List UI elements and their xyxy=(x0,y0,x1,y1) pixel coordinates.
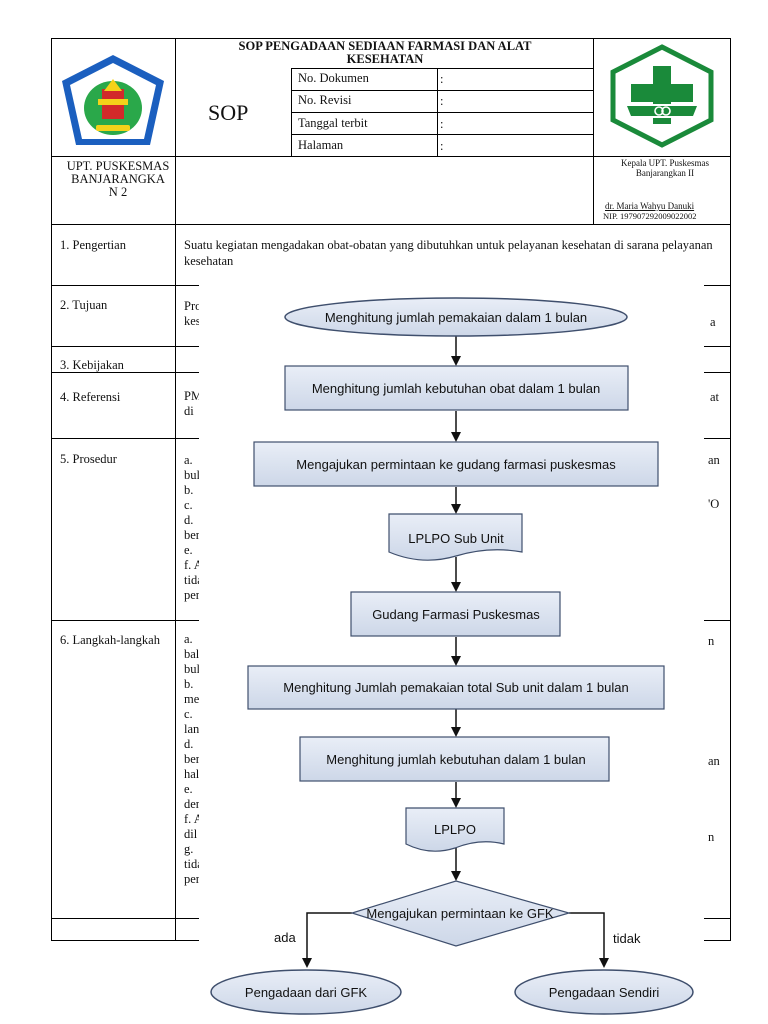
flow-start-label: Menghitung jumlah pemakaian dalam 1 bula… xyxy=(325,310,587,325)
section-fragment: lan xyxy=(184,722,200,736)
sop-label: SOP xyxy=(208,100,249,125)
flow-step-box xyxy=(299,736,610,782)
section-fragment: a. xyxy=(184,453,193,467)
flow-start-terminator xyxy=(284,297,628,337)
flow-step-box xyxy=(253,441,659,487)
flow-end-gfk-terminator xyxy=(210,969,402,1015)
regency-logo-icon xyxy=(62,55,164,145)
section-fragment: hal xyxy=(184,767,200,781)
org-name: UPT. PUSKESMAS BANJARANGKA N 2 xyxy=(66,159,170,199)
section-fragment: g. xyxy=(184,842,194,856)
section-fragment: e. xyxy=(184,543,193,557)
section-fragment: e. xyxy=(184,782,193,796)
flow-no-label: tidak xyxy=(613,931,641,946)
flow-step3-label: Gudang Farmasi Puskesmas xyxy=(372,607,540,622)
section-fragment: f. A xyxy=(184,558,203,572)
flow-step-box xyxy=(284,365,629,411)
section-fragment: c. xyxy=(184,498,193,512)
page-title: SOP PENGADAAN SEDIAAN FARMASI DAN ALAT K… xyxy=(238,39,532,66)
meta-label-no-dokumen: No. Dokumen xyxy=(298,71,369,85)
section-fragment: a xyxy=(710,315,716,329)
signer-nip: NIP. 197907292009022002 xyxy=(603,211,697,221)
flow-connectors xyxy=(302,336,609,968)
section-fragment: tida xyxy=(184,857,203,871)
section-fragment: an xyxy=(708,754,720,768)
meta-sep: : xyxy=(440,72,444,86)
section-label-kebijakan: 3. Kebijakan xyxy=(60,358,124,372)
section-fragment: b. xyxy=(184,483,194,497)
section-fragment: 'O xyxy=(708,497,720,511)
section-fragment: der xyxy=(184,797,200,811)
flow-decision-label: Mengajukan permintaan ke GFK xyxy=(366,906,553,921)
section-label-pengertian: 1. Pengertian xyxy=(60,238,126,252)
flow-step1-label: Menghitung jumlah kebutuhan obat dalam 1… xyxy=(312,381,600,396)
section-fragment: a. xyxy=(184,632,193,646)
puskesmas-logo-icon xyxy=(610,44,714,148)
meta-label-no-revisi: No. Revisi xyxy=(298,93,352,107)
section-fragment: n xyxy=(708,634,715,648)
section-fragment: ber xyxy=(184,528,200,542)
section-label-prosedur: 5. Prosedur xyxy=(60,452,117,466)
meta-label-halaman: Halaman xyxy=(298,138,344,152)
meta-sep: : xyxy=(440,139,444,153)
section-label-tujuan: 2. Tujuan xyxy=(60,298,108,312)
section-fragment: at xyxy=(710,390,720,404)
section-fragment: bul xyxy=(184,662,200,676)
section-fragment: n xyxy=(708,830,715,844)
flow-end-yes-label: Pengadaan dari GFK xyxy=(245,985,367,1000)
section-fragment: d. xyxy=(184,737,194,751)
meta-label-tanggal-terbit: Tanggal terbit xyxy=(298,116,368,130)
section-fragment: di xyxy=(184,404,194,418)
section-label-langkah: 6. Langkah-langkah xyxy=(60,633,160,647)
flow-step-box xyxy=(350,591,561,637)
signer-name: dr. Maria Wahyu Danuki xyxy=(605,201,695,211)
section-fragment: bul xyxy=(184,468,200,482)
section-fragment: PM xyxy=(184,389,203,403)
section-fragment: per xyxy=(184,872,200,886)
section-fragment: b. xyxy=(184,677,194,691)
flow-yes-label: ada xyxy=(274,930,296,945)
flow-step-box xyxy=(247,665,665,710)
flow-document-shape xyxy=(405,807,505,852)
section-fragment: an xyxy=(708,453,720,467)
section-fragment: per xyxy=(184,588,200,602)
flow-step5-label: Menghitung jumlah kebutuhan dalam 1 bula… xyxy=(326,752,585,767)
signer-title: Kepala UPT. Puskesmas Banjarangkan II xyxy=(620,158,710,178)
flow-end-sendiri-terminator xyxy=(514,969,694,1015)
section-fragment: me xyxy=(184,692,200,706)
flow-end-no-label: Pengadaan Sendiri xyxy=(549,985,660,1000)
section-fragment: ber xyxy=(184,752,200,766)
flow-doc2-label: LPLPO xyxy=(434,822,476,837)
section-fragment: kes xyxy=(184,314,201,328)
flow-document-shape xyxy=(388,513,523,561)
section-fragment: Pro xyxy=(184,299,202,313)
flow-doc1-label: LPLPO Sub Unit xyxy=(408,531,504,546)
section-fragment: dil xyxy=(184,827,198,841)
flow-step2-label: Mengajukan permintaan ke gudang farmasi … xyxy=(296,457,616,472)
section-label-referensi: 4. Referensi xyxy=(60,390,121,404)
section-fragment: bal xyxy=(184,647,200,661)
meta-sep: : xyxy=(440,117,444,131)
section-fragment: f. A xyxy=(184,812,203,826)
meta-sep: : xyxy=(440,94,444,108)
section-fragment: d. xyxy=(184,513,194,527)
section-text-pengertian: Suatu kegiatan mengadakan obat-obatan ya… xyxy=(184,238,713,268)
flow-decision-diamond xyxy=(349,880,572,947)
flow-step4-label: Menghitung Jumlah pemakaian total Sub un… xyxy=(283,680,628,695)
section-fragment: tida xyxy=(184,573,203,587)
section-fragment: c. xyxy=(184,707,193,721)
